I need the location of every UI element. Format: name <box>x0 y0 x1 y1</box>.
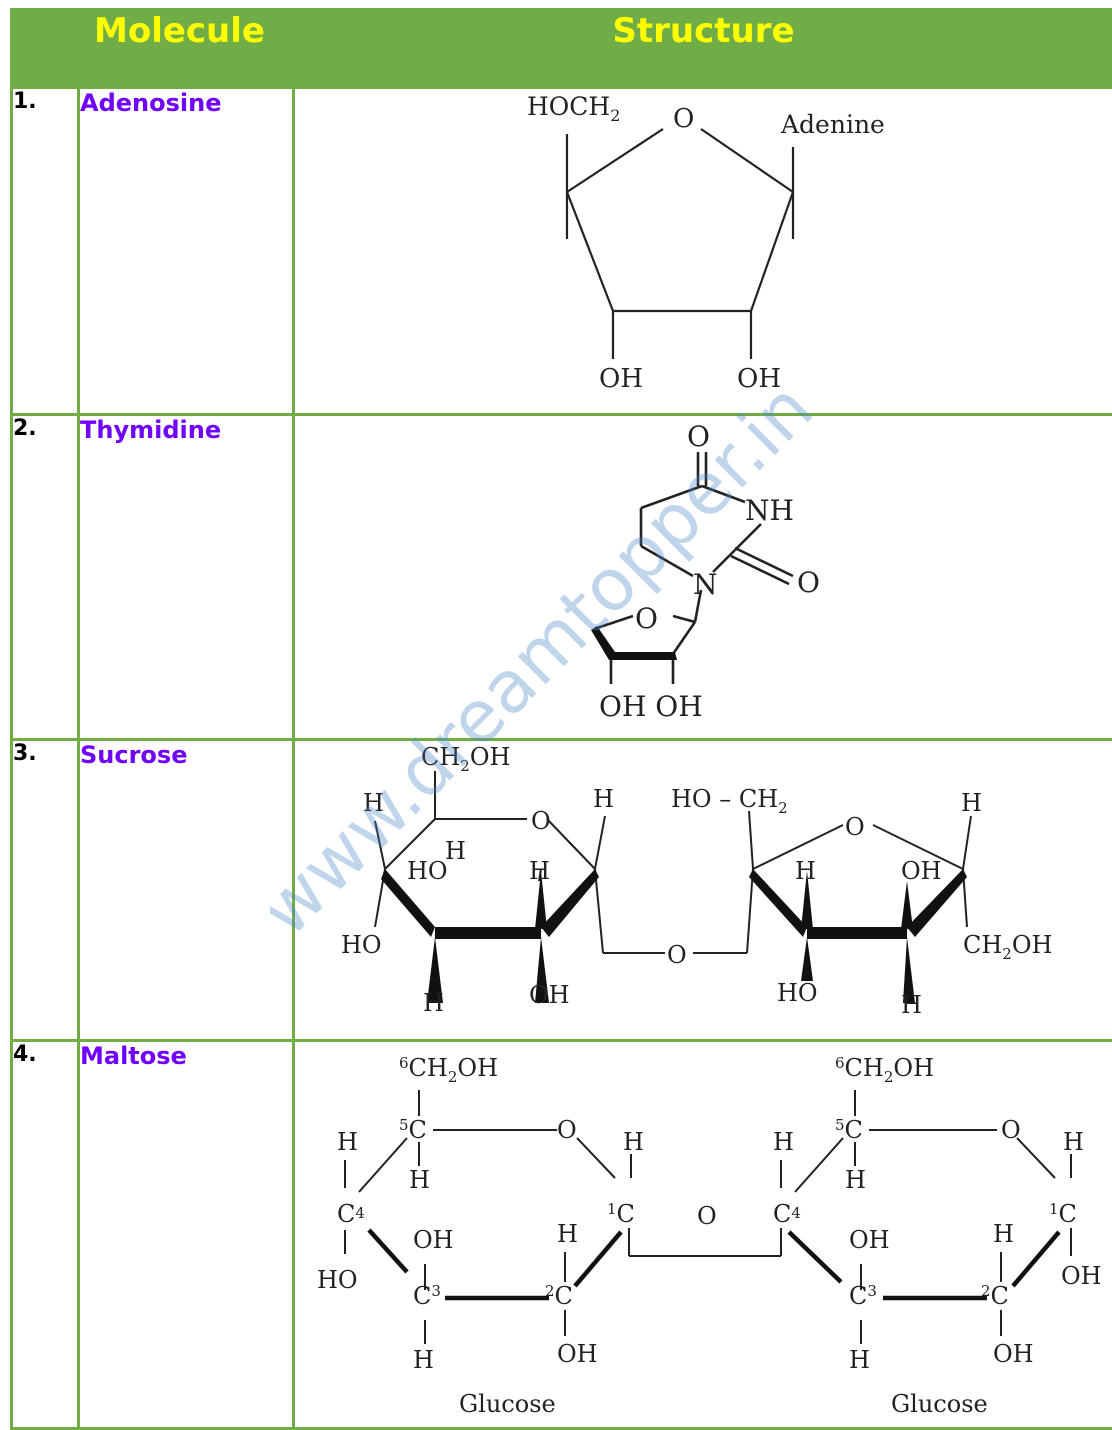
structure-thymidine: O NH O N O OH OH <box>292 413 1112 741</box>
oh-label: OH <box>901 857 942 885</box>
molecule-name: Thymidine <box>77 413 295 741</box>
ch2oh-left: 6CH2OH <box>399 1054 498 1086</box>
glycosidic-oxygen: O <box>697 1202 717 1230</box>
h-label: H <box>961 789 982 817</box>
oh-label: OH <box>413 1226 454 1254</box>
c2-left: 2C <box>545 1282 573 1310</box>
row-number: 4. <box>10 1039 80 1430</box>
oh-label: OH <box>993 1340 1034 1368</box>
hoch2-label: HOCH2 <box>527 92 620 125</box>
c4-left: C4 <box>337 1200 365 1228</box>
ring-oxygen-label: O <box>845 813 865 841</box>
header-molecule: Molecule <box>77 8 295 89</box>
carbonyl-oxygen-top: O <box>687 420 710 453</box>
h-label: H <box>1063 1128 1084 1156</box>
structure-sucrose: CH2OH H O H H HO H HO H OH O HO – CH2 O … <box>292 738 1112 1042</box>
c3-right: C3 <box>849 1282 877 1310</box>
row-number: 2. <box>10 413 80 741</box>
h-label: H <box>623 1128 644 1156</box>
ring-oxygen-left: O <box>557 1116 577 1144</box>
ring-oxygen-label: O <box>673 104 694 134</box>
table-row: 3. Sucrose <box>10 738 1112 1042</box>
maltose-diagram: 6CH2OH 5C O H H H C4 HO OH C3 H H 2C OH … <box>317 1054 1102 1418</box>
c5-left: 5C <box>399 1116 427 1144</box>
ho-label: HO <box>777 979 818 1007</box>
molecule-name: Maltose <box>77 1039 295 1430</box>
header-structure: Structure <box>292 8 1112 89</box>
oh-label: OH <box>557 1340 598 1368</box>
ch2oh-right-label: CH2OH <box>963 931 1052 963</box>
ho-ch2-label: HO – CH2 <box>671 785 788 817</box>
oh-label-right: OH <box>737 364 781 394</box>
molecule-name: Sucrose <box>77 738 295 1042</box>
h-label: H <box>557 1220 578 1248</box>
structure-adenosine: HOCH2 O Adenine OH OH <box>292 86 1112 416</box>
structure-maltose: 6CH2OH 5C O H H H C4 HO OH C3 H H 2C OH … <box>292 1039 1112 1430</box>
h-label: H <box>529 857 550 885</box>
oh-label-left: OH <box>599 364 643 394</box>
h-label: H <box>773 1128 794 1156</box>
thymidine-diagram: O NH O N O OH OH <box>591 420 820 723</box>
h-label: H <box>409 1166 430 1194</box>
table-row: 4. Maltose <box>10 1039 1112 1430</box>
h-label: H <box>849 1346 870 1374</box>
h-label: H <box>413 1346 434 1374</box>
row-number: 1. <box>10 86 80 416</box>
molecule-name: Adenosine <box>77 86 295 416</box>
h-label: H <box>845 1166 866 1194</box>
c2-right: 2C <box>981 1282 1009 1310</box>
nh-label: NH <box>745 494 794 527</box>
header-index <box>10 8 80 89</box>
h-label: H <box>337 1128 358 1156</box>
c1-left: 1C <box>607 1200 635 1228</box>
glucose-left-label: Glucose <box>459 1390 556 1418</box>
table-row: 1. Adenosine HOCH2 O Adenine OH <box>10 86 1112 416</box>
glycosidic-oxygen-label: O <box>667 941 687 969</box>
table-row: 2. Thymidine <box>10 413 1112 741</box>
h-label: H <box>795 857 816 885</box>
ho-label: HO <box>407 857 448 885</box>
glucose-right-label: Glucose <box>891 1390 988 1418</box>
h-label: H <box>423 989 444 1017</box>
ring-oxygen-label: O <box>635 602 658 635</box>
nitrogen-label: N <box>693 568 718 601</box>
ring-oxygen-right: O <box>1001 1116 1021 1144</box>
h-label: H <box>993 1220 1014 1248</box>
ho-label: HO <box>341 931 382 959</box>
h-label: H <box>363 789 384 817</box>
c1-right: 1C <box>1049 1200 1077 1228</box>
row-number: 3. <box>10 738 80 1042</box>
c3-left: C3 <box>413 1282 441 1310</box>
sucrose-diagram: CH2OH H O H H HO H HO H OH O HO – CH2 O … <box>341 743 1052 1019</box>
oh-label: OH <box>1061 1262 1102 1290</box>
oh-label: OH <box>849 1226 890 1254</box>
ring-oxygen-label: O <box>531 807 551 835</box>
adenosine-diagram: HOCH2 O Adenine OH OH <box>527 92 885 394</box>
ho-label: HO <box>317 1266 358 1294</box>
c4-right: C4 <box>773 1200 801 1228</box>
adenine-label: Adenine <box>780 110 885 139</box>
carbonyl-oxygen-right: O <box>797 566 820 599</box>
h-label: H <box>901 991 922 1019</box>
header-row: Molecule Structure <box>10 8 1112 89</box>
c5-right: 5C <box>835 1116 863 1144</box>
oh-oh-label: OH OH <box>599 690 703 723</box>
ch2oh-right: 6CH2OH <box>835 1054 934 1086</box>
h-label: H <box>445 837 466 865</box>
oh-label: OH <box>529 981 570 1009</box>
ch2oh-top-label: CH2OH <box>421 743 510 775</box>
molecule-table: Molecule Structure 1. Adenosine HOCH2 <box>10 8 1112 1430</box>
h-label: H <box>593 785 614 813</box>
